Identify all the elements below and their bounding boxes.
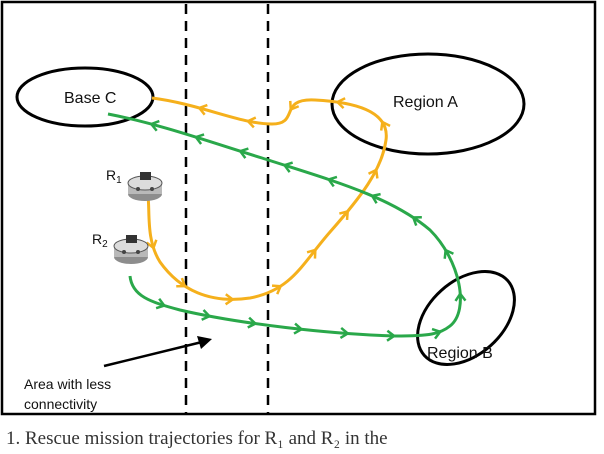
region-b-ellipse [416,270,516,366]
robot-r2-icon [113,235,149,264]
r2-direction-chevron [339,326,350,339]
r2-direction-chevron [431,327,443,340]
robot-r2-letter: R [92,231,102,247]
r1-direction-chevron [224,293,235,306]
region-b-label: Region B [427,345,493,362]
r1-direction-chevron [306,248,317,259]
mission-diagram: Base C Region A Region B R1 R2 Area with… [0,0,597,416]
r1-direction-chevron [176,277,187,288]
figure-caption: 1. Rescue mission trajectories for R₁ an… [6,428,604,454]
caption-text: 1. Rescue mission trajectories for R₁ an… [6,428,388,449]
r2-direction-chevron [370,192,381,204]
r2-direction-chevron [411,216,422,226]
r2-direction-chevron [282,161,294,173]
r2-direction-markers [149,119,467,342]
annotation-line-1: Area with less [24,376,111,392]
r2-direction-chevron [247,316,258,329]
r2-direction-chevron [149,119,160,132]
region-a-label: Region A [393,94,458,111]
base-c-label: Base C [64,90,116,107]
robot-r2-subscript: 2 [102,239,108,250]
r2-direction-chevron [293,322,304,335]
r1-direction-chevron [339,209,350,221]
r1-direction-markers [145,97,391,306]
robot-r2-label: R2 [92,231,108,250]
robot-r1-letter: R [106,167,116,183]
r1-direction-chevron [245,116,257,129]
r1-direction-chevron [379,120,391,131]
region-a-ellipse [330,52,526,156]
r2-direction-chevron [326,175,338,188]
r1-direction-chevron [145,239,158,250]
robot-r1-subscript: 1 [116,175,122,186]
r1-direction-chevron [367,168,379,179]
robot-r1-label: R1 [106,167,122,186]
r2-trajectory [107,112,462,338]
r1-direction-chevron [289,100,300,112]
r1-direction-chevron [335,97,346,110]
r2-direction-chevron [238,147,249,159]
r2-direction-chevron [386,329,397,342]
r2-direction-chevron [454,291,467,302]
r1-direction-chevron [197,103,208,116]
annotation-line-2: connectivity [24,396,97,412]
r2-direction-chevron [193,133,205,145]
robot-r1-icon [127,172,163,201]
r2-direction-chevron [443,248,454,259]
r1-trajectory [146,96,388,301]
arena-border [0,0,597,416]
annotation-arrow-shaft [103,340,203,368]
annotation-arrow-head [197,336,212,349]
r2-direction-chevron [155,297,167,310]
r1-direction-chevron [271,284,283,295]
r2-direction-chevron [201,309,212,321]
